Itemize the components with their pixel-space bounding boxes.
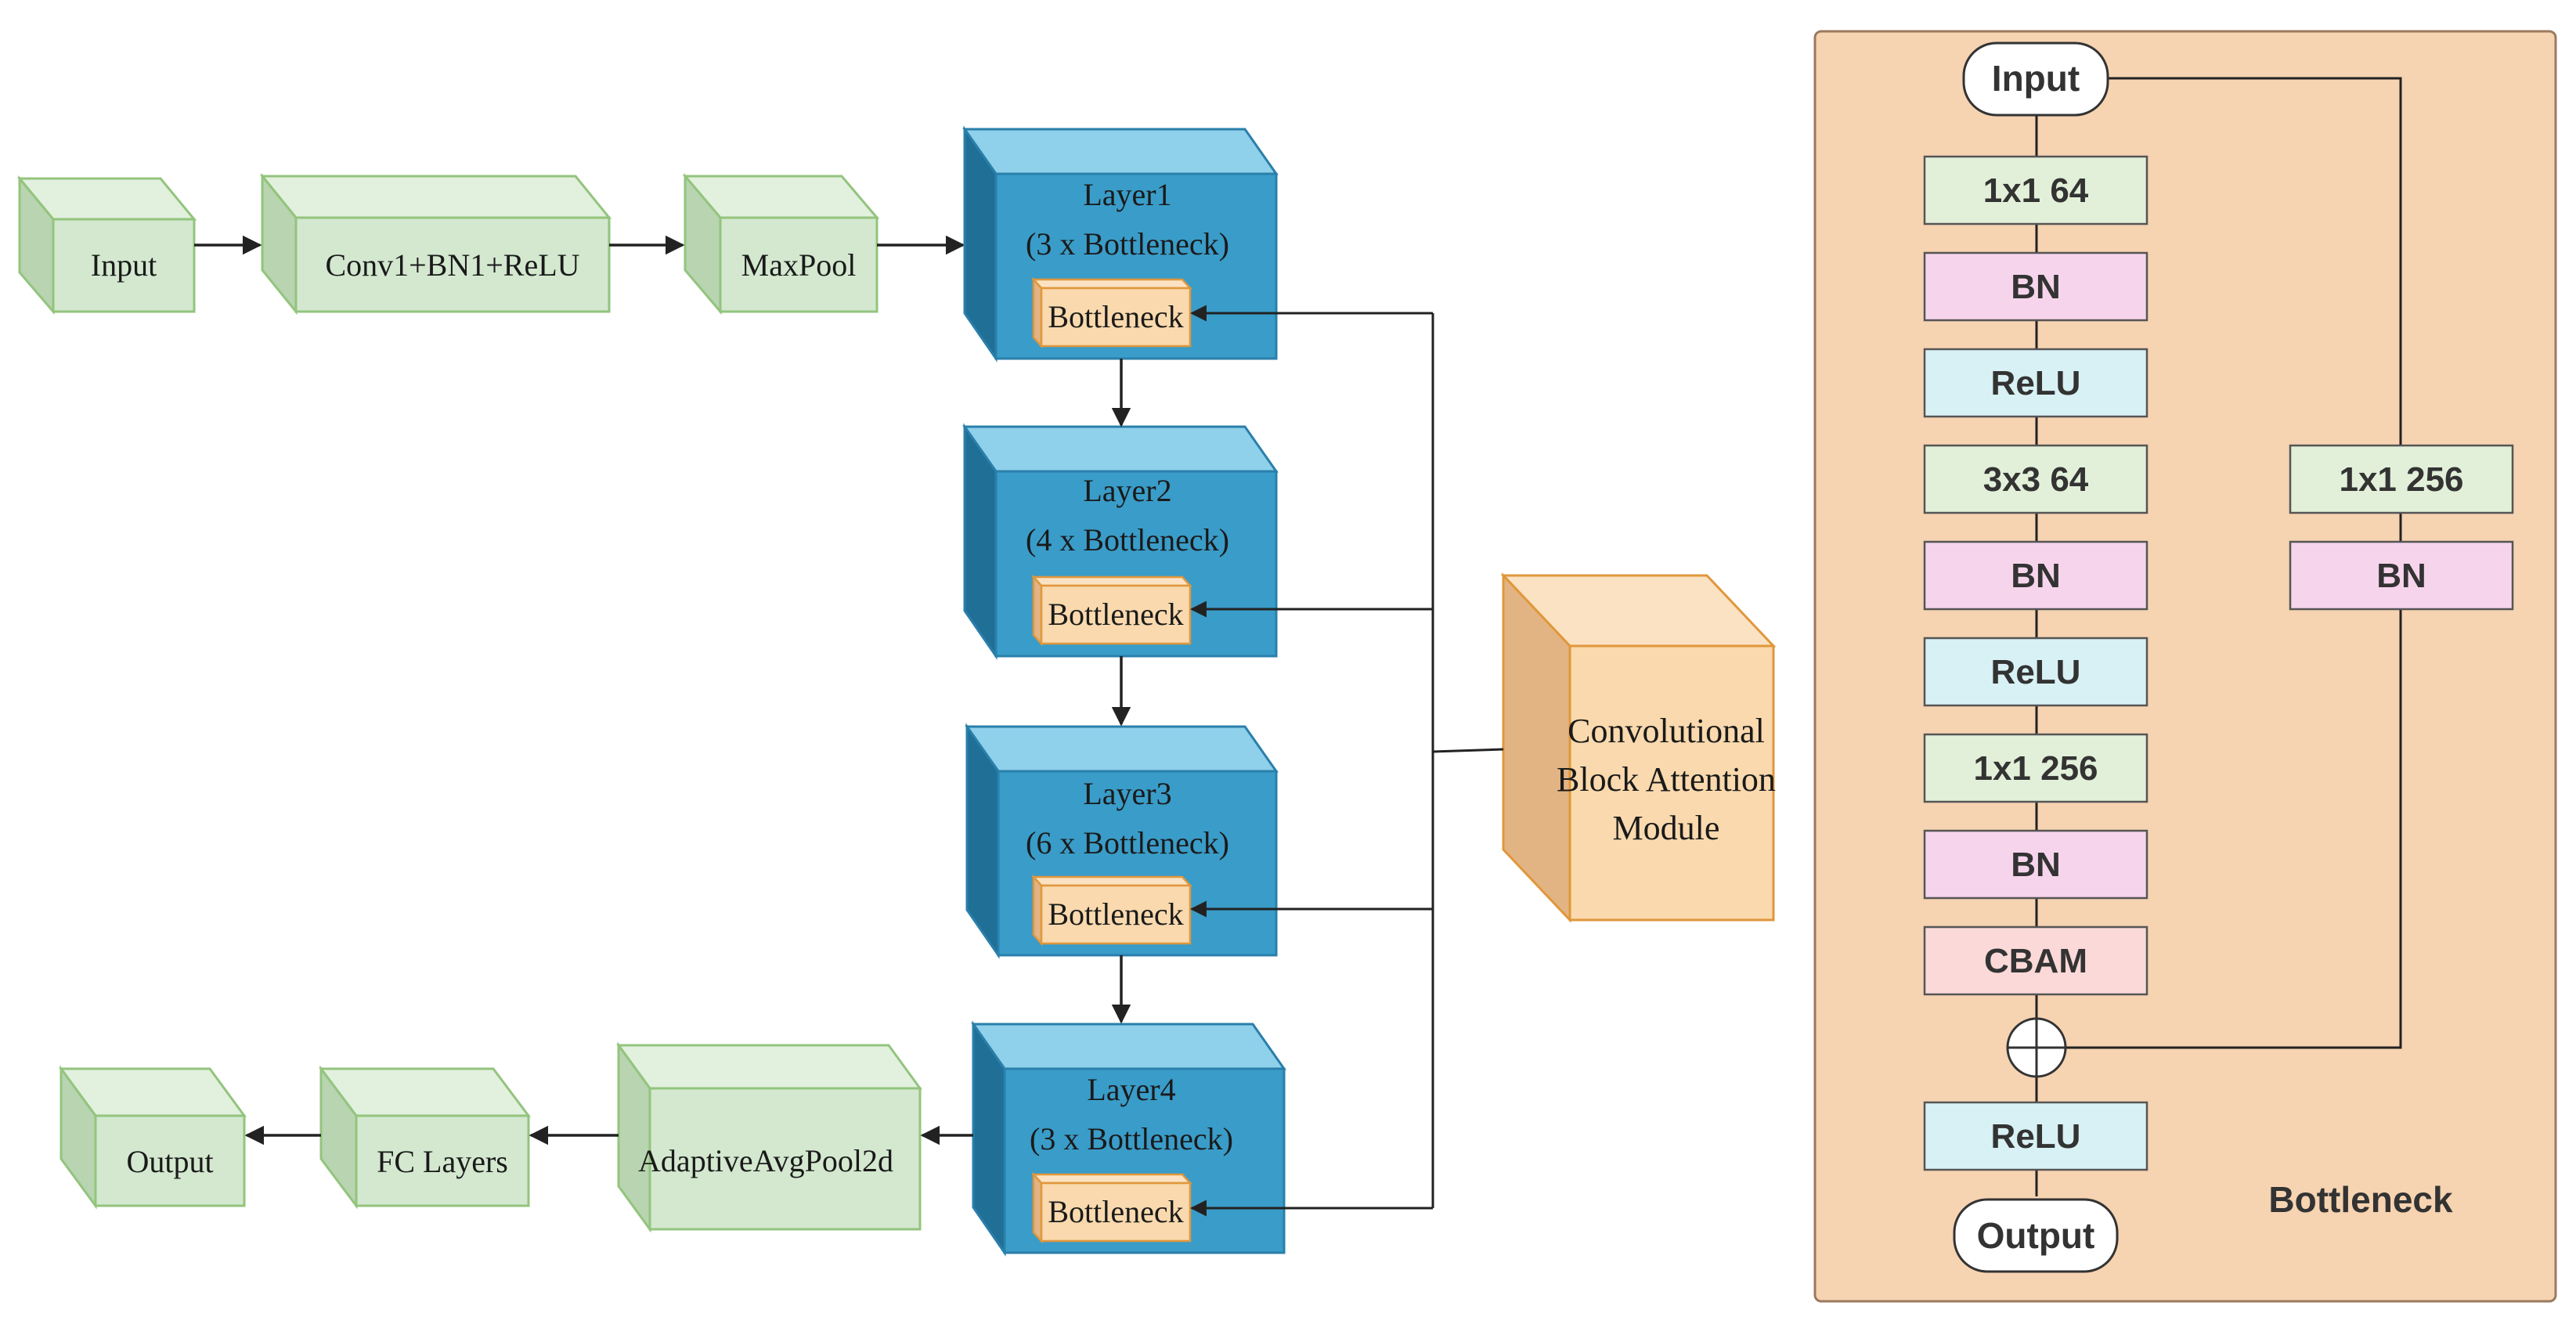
svg-text:1x1 64: 1x1 64 (1983, 171, 2089, 210)
bn-box-relu-1: ReLU (1923, 348, 2148, 418)
layer4-bottleneck: Bottleneck (1031, 1171, 1192, 1244)
svg-text:BN: BN (2011, 268, 2061, 306)
svg-text:1x1 256: 1x1 256 (1973, 749, 2098, 788)
cbam-line-1: Convolutional (1568, 712, 1765, 750)
svg-text:BN: BN (2011, 557, 2061, 595)
svg-text:CBAM: CBAM (1984, 942, 2087, 980)
layer2-bottleneck-label: Bottleneck (1048, 597, 1183, 632)
svg-text:ReLU: ReLU (1991, 1117, 2081, 1156)
layer4-bottleneck-label: Bottleneck (1048, 1194, 1183, 1229)
cbam-bus-link (1432, 748, 1504, 753)
layer3-block: Layer3 (6 x Bottleneck) Bottleneck (965, 723, 1279, 959)
cbam-module: Convolutional Block Attention Module (1500, 572, 1777, 923)
layer2-desc: (4 x Bottleneck) (1026, 522, 1229, 557)
layer4-desc: (3 x Bottleneck) (1030, 1121, 1233, 1156)
bn-box-bn-1: BN (1923, 251, 2148, 322)
input-block: Input (16, 175, 197, 316)
layer3-bottleneck: Bottleneck (1031, 874, 1192, 947)
bn-box-bn-2: BN (1923, 540, 2148, 611)
cbam-line-2: Block Attention (1557, 760, 1776, 799)
conv-label: Conv1+BN1+ReLU (325, 247, 579, 283)
maxpool-label: MaxPool (741, 247, 857, 283)
bn-box-conv1x1-256: 1x1 256 (1923, 733, 2148, 803)
avgpool-label: AdaptiveAvgPool2d (638, 1143, 893, 1178)
bn-box-relu-2: ReLU (1923, 637, 2148, 707)
fc-label: FC Layers (377, 1144, 508, 1179)
bn-box-bn-3: BN (1923, 829, 2148, 900)
layer1-name: Layer1 (1083, 177, 1171, 212)
shortcut-box-bn: BN (2289, 540, 2514, 611)
svg-text:Output: Output (1977, 1215, 2095, 1256)
layer2-block: Layer2 (4 x Bottleneck) Bottleneck (962, 423, 1279, 660)
output-block: Output (59, 1065, 247, 1210)
layer1-desc: (3 x Bottleneck) (1026, 226, 1229, 262)
svg-text:BN: BN (2376, 557, 2426, 595)
bottleneck-input: Input (1962, 41, 2109, 117)
layer3-desc: (6 x Bottleneck) (1026, 825, 1229, 860)
avgpool-block: AdaptiveAvgPool2d (616, 1041, 922, 1233)
add-node (2006, 1017, 2067, 1078)
layer2-name: Layer2 (1083, 473, 1171, 508)
bn-box-relu-post: ReLU (1923, 1101, 2148, 1171)
fc-block: FC Layers (319, 1065, 531, 1210)
layer1-bottleneck: Bottleneck (1031, 276, 1192, 349)
bn-box-cbam: CBAM (1923, 925, 2148, 996)
layer4-name: Layer4 (1087, 1072, 1175, 1107)
svg-text:ReLU: ReLU (1991, 364, 2081, 402)
layer1-bottleneck-label: Bottleneck (1048, 299, 1183, 334)
shortcut-box-conv1x1-256: 1x1 256 (2289, 444, 2514, 514)
svg-text:3x3 64: 3x3 64 (1983, 460, 2089, 499)
svg-text:1x1 256: 1x1 256 (2339, 460, 2463, 499)
bottleneck-output: Output (1953, 1198, 2119, 1273)
layer2-bottleneck: Bottleneck (1031, 574, 1192, 647)
maxpool-block: MaxPool (682, 172, 880, 316)
svg-text:BN: BN (2011, 846, 2061, 884)
svg-text:ReLU: ReLU (1991, 653, 2081, 691)
layer1-block: Layer1 (3 x Bottleneck) Bottleneck (962, 125, 1279, 363)
bottleneck-title: Bottleneck (2268, 1179, 2453, 1220)
bn-box-conv3x3-64: 3x3 64 (1923, 444, 2148, 514)
cbam-line-3: Module (1613, 809, 1720, 847)
bn-box-conv1x1-64: 1x1 64 (1923, 155, 2148, 225)
bottleneck-panel: Input 1x1 64 BN ReLU 3x3 64 BN ReLU (1813, 30, 2557, 1303)
input-label: Input (91, 247, 157, 283)
layer3-bottleneck-label: Bottleneck (1048, 896, 1183, 932)
svg-text:Input: Input (1992, 58, 2080, 99)
output-label: Output (126, 1144, 213, 1179)
layer4-block: Layer4 (3 x Bottleneck) Bottleneck (971, 1020, 1286, 1257)
layer3-name: Layer3 (1083, 776, 1171, 811)
conv-block: Conv1+BN1+ReLU (259, 172, 612, 316)
